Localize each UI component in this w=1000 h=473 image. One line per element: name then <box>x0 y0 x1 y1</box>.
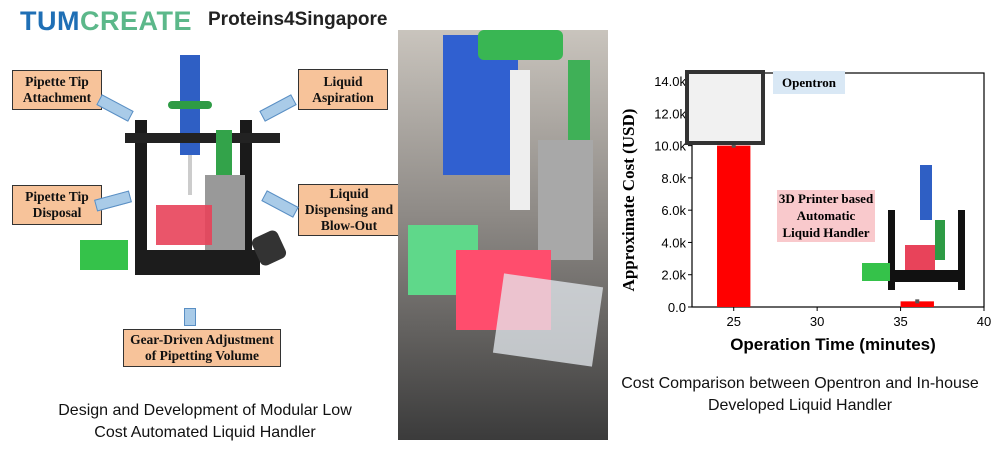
cost-chart: Approximate Cost (USD) Operation Time (m… <box>619 72 991 354</box>
y-tick-label: 4.0k <box>661 235 686 250</box>
liquid-handler-photo <box>398 30 608 440</box>
opentron-image <box>685 70 765 145</box>
label-liquid-dispensing: Liquid Dispensing and Blow-Out <box>298 184 400 236</box>
tumcreate-logo: TUMCREATE <box>20 6 192 37</box>
x-axis-label: Operation Time (minutes) <box>730 335 936 354</box>
chart-caption: Cost Comparison between Opentron and In-… <box>621 375 979 414</box>
y-axis-label: Approximate Cost (USD) <box>619 109 638 292</box>
design-caption: Design and Development of Modular Low Co… <box>58 402 352 441</box>
y-tick-label: 2.0k <box>661 268 686 283</box>
y-tick-label: 10.0k <box>654 139 686 154</box>
opentron-label: Opentron <box>773 71 845 94</box>
project-title: Proteins4Singapore <box>208 9 388 30</box>
printer-illustration <box>80 55 290 305</box>
label-pipette-tip-attachment: Pipette Tip Attachment <box>12 70 102 110</box>
x-tick-label: 25 <box>726 314 740 329</box>
bar-1 <box>900 301 934 307</box>
label-gear-driven-adjustment: Gear-Driven Adjustment of Pipetting Volu… <box>123 329 281 367</box>
printer-thumbnail <box>862 165 980 290</box>
y-tick-label: 12.0k <box>654 106 686 121</box>
printer-label: 3D Printer based Automatic Liquid Handle… <box>777 190 875 242</box>
label-pipette-tip-disposal: Pipette Tip Disposal <box>12 185 102 225</box>
logo-tum: TUM <box>20 6 80 36</box>
error-bar-0 <box>731 143 736 148</box>
error-bar-1 <box>915 299 920 304</box>
label-liquid-aspiration: Liquid Aspiration <box>298 69 388 110</box>
y-tick-label: 14.0k <box>654 74 686 89</box>
x-tick-label: 30 <box>810 314 824 329</box>
x-tick-label: 35 <box>893 314 907 329</box>
y-tick-label: 0.0 <box>668 300 686 315</box>
logo-create: CREATE <box>79 6 192 36</box>
x-tick-label: 40 <box>977 314 991 329</box>
y-tick-label: 6.0k <box>661 203 686 218</box>
y-tick-label: 8.0k <box>661 171 686 186</box>
bar-0 <box>717 145 751 307</box>
arrow-down-icon <box>184 308 196 326</box>
